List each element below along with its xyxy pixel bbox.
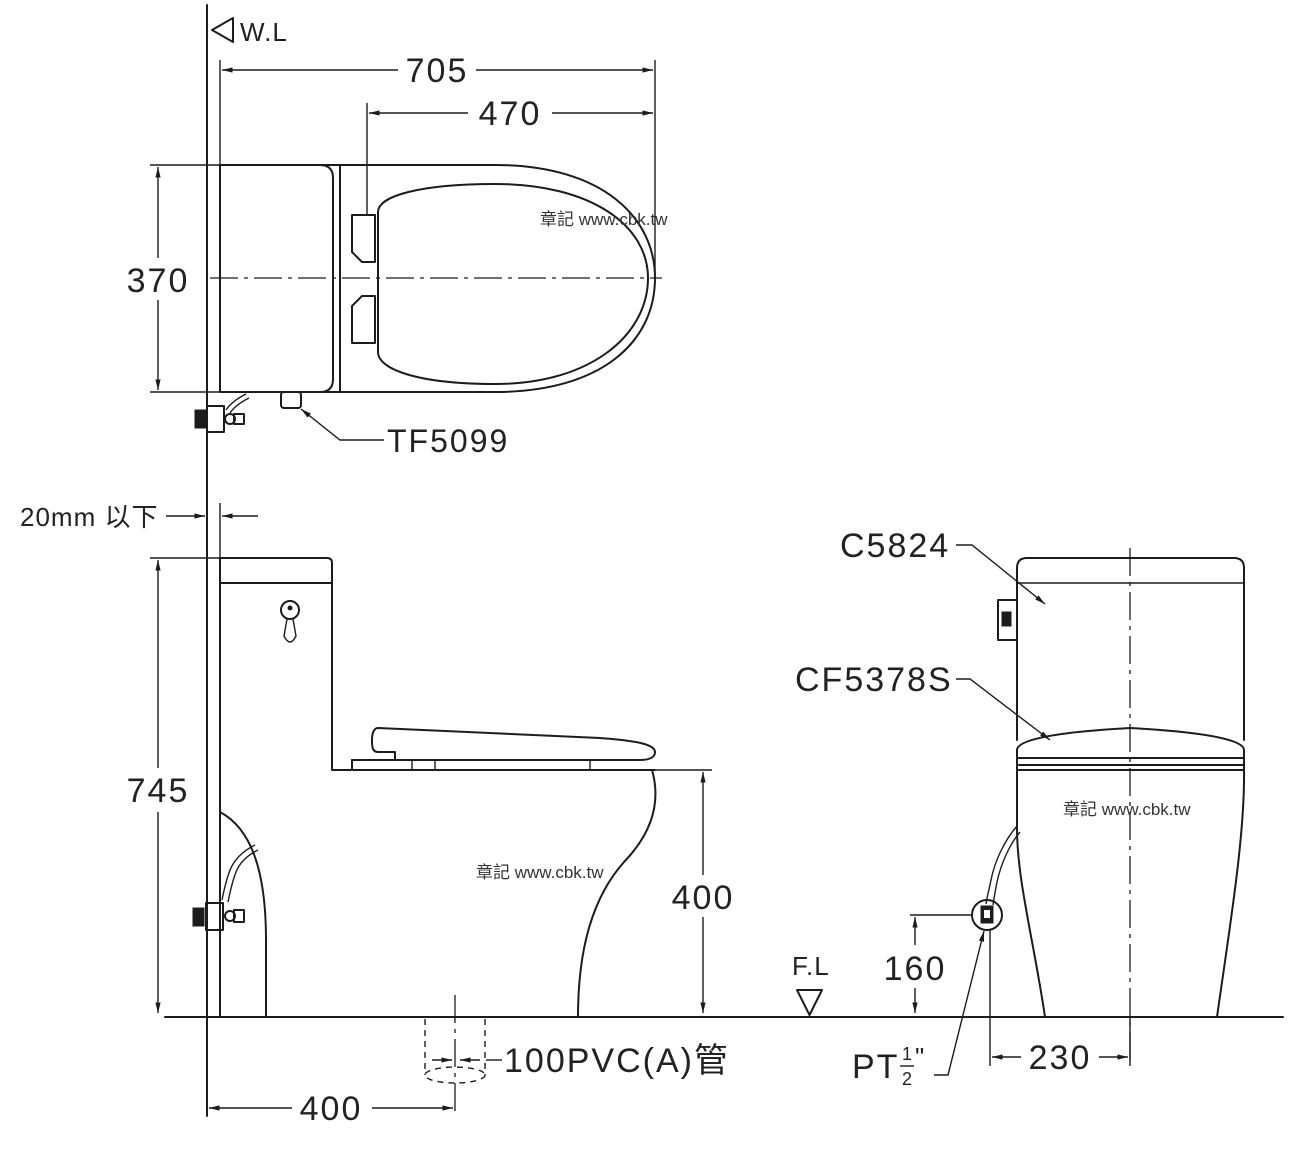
top-view-watermark: 章記 www.cbk.tw <box>540 210 668 229</box>
flush-handle-icon <box>280 600 300 643</box>
dim-total-length-label: 705 <box>406 52 469 90</box>
dim-seat-length-label: 470 <box>479 95 542 133</box>
dim-supply-offset: 230 <box>992 1039 1128 1077</box>
front-view-watermark: 章記 www.cbk.tw <box>1063 800 1191 819</box>
front-view: 160 230 PT 1 2 " C5824 CF5378S 章記 www.cb… <box>795 527 1246 1089</box>
tank-part-callout: C5824 <box>840 527 1046 605</box>
supply-hose-side-icon <box>221 844 259 903</box>
dim-total-height-label: 745 <box>127 772 190 810</box>
dim-supply-height: 160 <box>884 917 947 1013</box>
side-view-watermark: 章記 www.cbk.tw <box>476 863 604 882</box>
supply-valve-front-icon <box>971 899 1003 931</box>
water-level-triangle-icon <box>211 17 234 43</box>
dim-rough-in: 400 <box>209 1090 453 1128</box>
supply-thread-denominator: 2 <box>902 1069 912 1089</box>
supply-thread-suffix: " <box>915 1042 925 1072</box>
seat-plan-outline <box>377 183 649 385</box>
flush-valve-part-label: TF5099 <box>387 423 509 459</box>
supply-hose-front-icon <box>985 825 1021 906</box>
bowl-front-left <box>1016 769 1046 1018</box>
flush-valve-plan-icon <box>280 391 302 409</box>
wall-gap-label: 20mm 以下 <box>20 502 158 532</box>
dim-width: 370 <box>127 167 190 390</box>
floor-level-triangle-icon <box>796 989 823 1016</box>
dim-width-label: 370 <box>127 262 190 300</box>
supply-thread-prefix: PT <box>852 1048 899 1086</box>
drain-pipe-label: 100PVC(A)管 <box>504 1042 730 1080</box>
bowl-back-foot <box>219 811 267 1018</box>
dim-rough-in-label: 400 <box>300 1090 363 1128</box>
seat-part-callout: CF5378S <box>795 661 1051 741</box>
dim-supply-offset-label: 230 <box>1029 1039 1092 1077</box>
seat-side <box>331 727 656 771</box>
side-view: 20mm 以下 745 400 <box>20 502 1284 1128</box>
supply-thread-numerator: 1 <box>902 1044 912 1064</box>
flush-valve-callout: TF5099 <box>300 408 509 459</box>
supply-valve-plan-icon <box>194 393 250 433</box>
water-level-label: W.L <box>240 17 288 47</box>
bowl-front-side <box>577 769 657 1018</box>
side-flush-button-icon <box>997 599 1018 641</box>
dim-supply-height-label: 160 <box>884 950 947 988</box>
dim-seat-height: 400 <box>672 772 735 1013</box>
tank-part-label: C5824 <box>840 527 950 565</box>
dim-seat-height-label: 400 <box>672 879 735 917</box>
supply-valve-side-icon <box>192 902 245 931</box>
wall-gap-dimension: 20mm 以下 <box>20 502 258 558</box>
drain-pipe: 100PVC(A)管 <box>424 995 730 1116</box>
seat-hinge-upper <box>351 214 376 263</box>
dim-seat-length: 470 <box>369 95 653 133</box>
seat-hinge-lower <box>351 295 376 344</box>
water-level-marker: W.L <box>211 17 288 47</box>
supply-thread-callout: PT 1 2 " <box>852 930 985 1089</box>
dim-total-height: 745 <box>127 560 190 1013</box>
floor-level-marker: F.L <box>792 951 830 1016</box>
tank-lid-side <box>219 557 333 584</box>
top-view: 705 470 370 <box>127 52 669 459</box>
seat-part-label: CF5378S <box>795 661 953 699</box>
floor-level-label: F.L <box>792 951 830 981</box>
dim-total-length: 705 <box>222 52 653 90</box>
bowl-front-right <box>1216 769 1246 1018</box>
